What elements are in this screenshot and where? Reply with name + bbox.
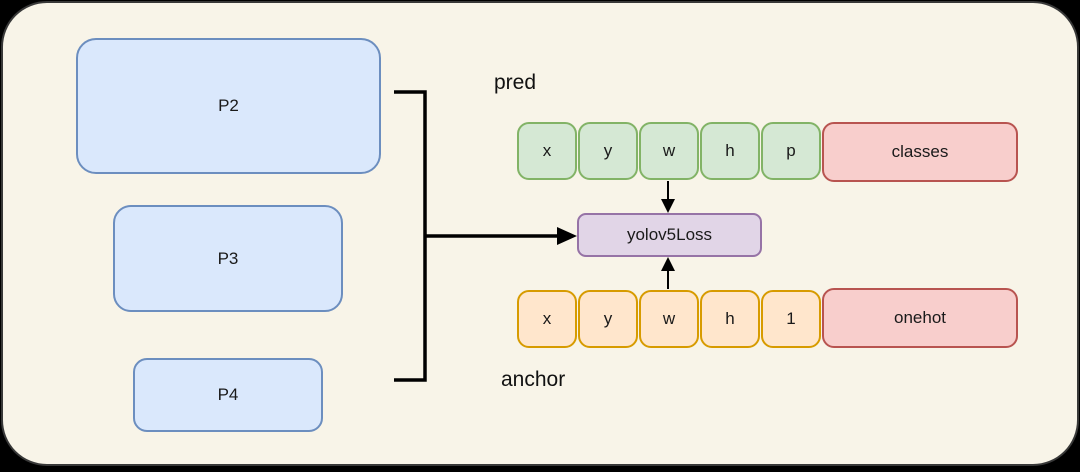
anchor-cell-x: x [517, 290, 577, 348]
pred-cell-w: w [639, 122, 699, 180]
node-p4: P4 [133, 358, 323, 432]
anchor-row: x y w h 1 [517, 290, 821, 348]
anchor-cell-1: 1 [761, 290, 821, 348]
anchor-label: anchor [501, 368, 566, 391]
pred-cell-x: x [517, 122, 577, 180]
node-onehot: onehot [822, 288, 1018, 348]
anchor-cell-h: h [700, 290, 760, 348]
node-p3-label: P3 [217, 248, 239, 268]
node-yolov5loss: yolov5Loss [577, 213, 762, 257]
node-p4-label: P4 [217, 385, 239, 404]
anchor-cell-y: y [578, 290, 638, 348]
anchor-cell-w: w [639, 290, 699, 348]
yolov5loss-label: yolov5Loss [626, 225, 713, 244]
node-classes: classes [822, 122, 1018, 182]
node-p2-label: P2 [218, 96, 239, 115]
node-p2: P2 [76, 38, 381, 174]
classes-label: classes [891, 142, 949, 161]
pred-cell-p: p [761, 122, 821, 180]
pred-cell-h: h [700, 122, 760, 180]
onehot-label: onehot [894, 308, 946, 327]
pred-cell-y: y [578, 122, 638, 180]
pred-label: pred [494, 71, 537, 94]
node-p3: P3 [113, 205, 343, 312]
pred-row: x y w h p [517, 122, 821, 180]
